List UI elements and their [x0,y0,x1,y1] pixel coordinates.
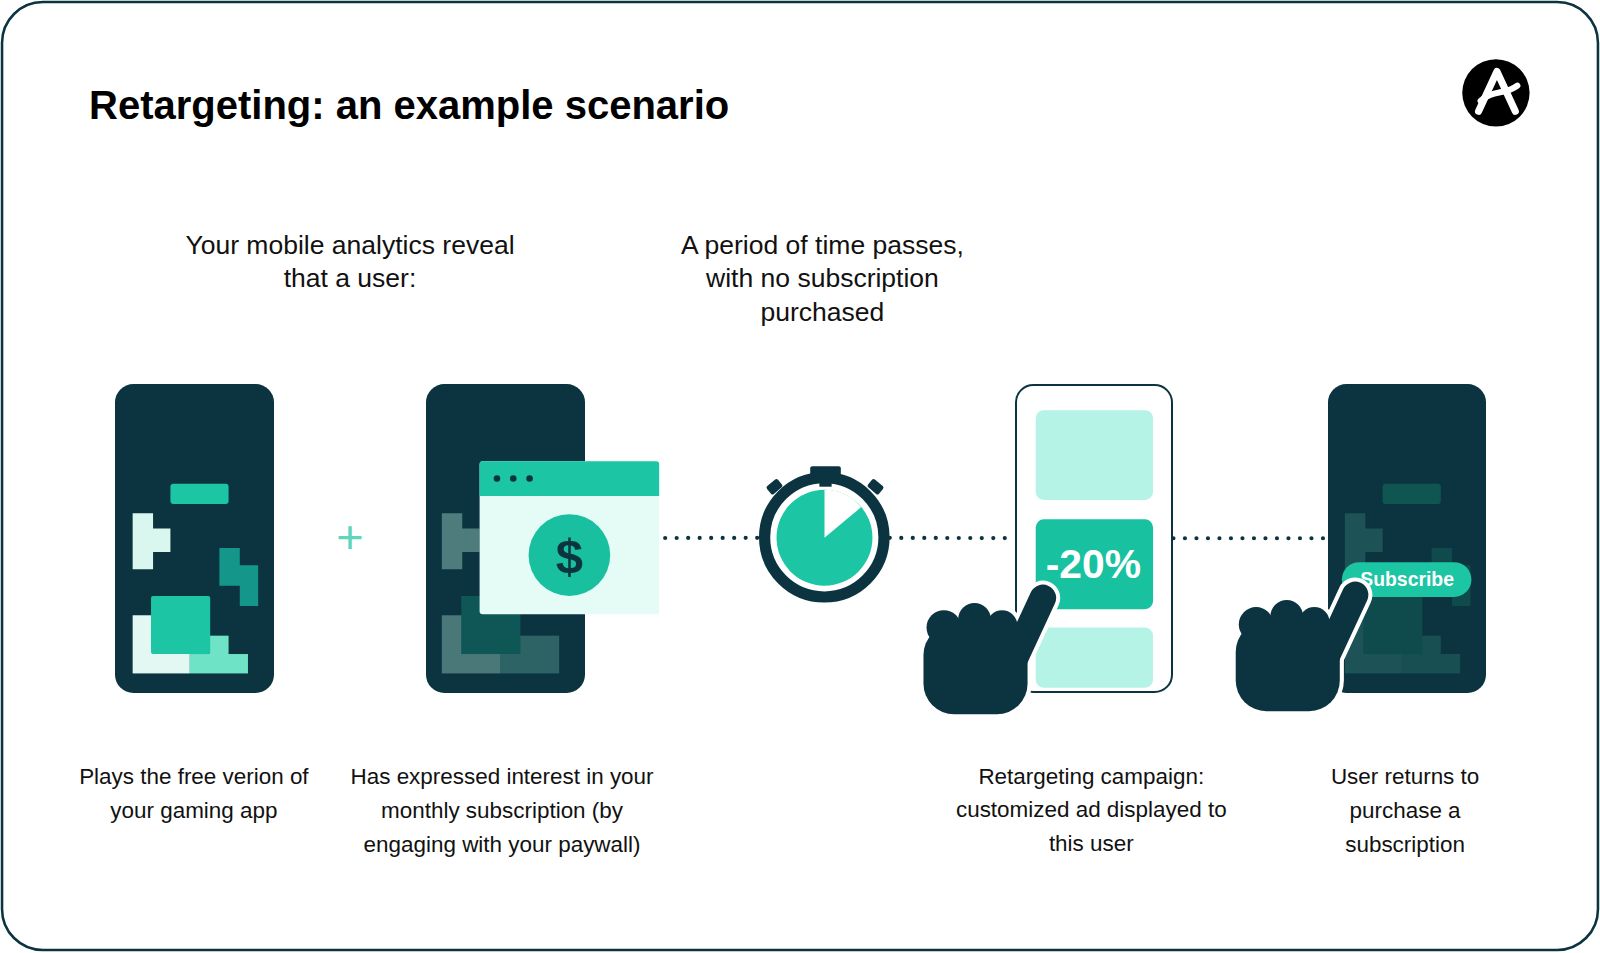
section-heading: Your mobile analytics reveal that a user… [182,229,519,296]
price-badge [529,514,611,596]
ad-panel [1036,628,1153,688]
pointing-hand [923,598,1042,714]
hand-palm [923,624,1027,714]
paywall-card-bar [480,461,660,496]
game-block [170,484,228,504]
game-block [209,636,228,655]
step-caption: User returns to purchase a subscription [1316,760,1495,861]
timer-stem [819,477,831,487]
game-block [1383,484,1441,504]
logo-mark [1481,86,1518,101]
step-caption: Retargeting campaign: customized ad disp… [943,760,1239,861]
paywall-card [480,461,660,614]
timer-ring [765,478,884,597]
step-caption: Has expressed interest in your monthly s… [349,760,655,861]
timer-pie [777,490,873,586]
hand-palm-outline [923,624,1027,714]
step-caption: Plays the free verion of your gaming app [69,760,319,827]
window-dot [510,475,517,482]
hand-outline [923,598,1042,714]
hand-fill [923,598,1042,714]
game-block [190,654,248,673]
window-dot [526,475,533,482]
step-heading: A period of time passes, with no subscri… [654,229,991,330]
ad-panel [1036,410,1153,500]
logo-badge [1462,59,1529,126]
game-block [1402,654,1460,673]
discount-text: -20% [1035,543,1152,586]
window-dot [494,475,501,482]
dotted-connector [1173,536,1327,540]
game-block [151,596,210,654]
dotted-connector [890,536,1016,540]
game-block [1363,596,1422,654]
plus-sign: + [319,514,380,561]
pointing-hand [1236,595,1355,711]
dollar-sign: $ [534,532,605,581]
game-block [1421,636,1440,655]
diagram-title: Retargeting: an example scenario [89,81,729,129]
